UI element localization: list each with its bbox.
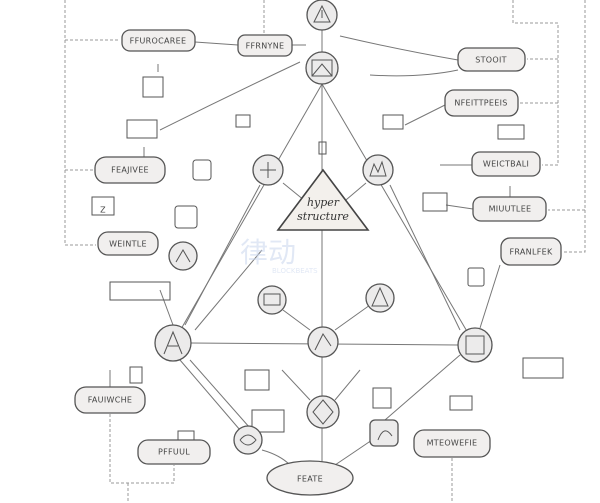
box-fauiwche[interactable]: FAUIWCHE	[74, 386, 146, 414]
node-diamond[interactable]	[306, 395, 340, 429]
node-image[interactable]	[305, 51, 339, 85]
label-boxes: FFUROCAREE FFRNYNE STOOIT NFEITTPEEIS WE…	[74, 29, 562, 496]
node-chart[interactable]	[168, 241, 198, 271]
box-weintle[interactable]: WEINTLE	[97, 231, 159, 256]
node-spiral[interactable]	[369, 419, 399, 447]
box-franlfek[interactable]: FRANLFEK	[500, 237, 562, 266]
dashed-connectors	[64, 0, 586, 503]
svg-text:Z: Z	[100, 206, 106, 215]
box-nfeittpeeis[interactable]: NFEITTPEEIS	[444, 89, 519, 117]
svg-text:BLOCKBEATS: BLOCKBEATS	[272, 267, 318, 275]
box-stooit[interactable]: STOOIT	[457, 47, 526, 72]
box-mteowefie[interactable]: MTEOWEFIE	[413, 429, 491, 458]
box-ffurocaree[interactable]: FFUROCAREE	[121, 29, 196, 52]
node-grid[interactable]	[252, 154, 284, 186]
circle-nodes	[154, 0, 493, 455]
svg-text:WEINTLE: WEINTLE	[109, 240, 147, 249]
node-swirl[interactable]	[233, 425, 263, 455]
box-pffuul[interactable]: PFFUUL	[137, 439, 211, 465]
svg-text:WEICTBALI: WEICTBALI	[483, 160, 529, 169]
svg-text:FEAJIVEE: FEAJIVEE	[111, 166, 149, 175]
box-feate[interactable]: FEATE	[266, 460, 354, 496]
node-right[interactable]	[457, 327, 493, 363]
svg-text:FAUIWCHE: FAUIWCHE	[88, 396, 133, 405]
svg-text:STOOIT: STOOIT	[475, 56, 507, 65]
svg-text:MTEOWEFIE: MTEOWEFIE	[427, 439, 478, 448]
svg-text:PFFUUL: PFFUUL	[158, 448, 190, 457]
hyper-label: hyper	[307, 196, 340, 209]
svg-text:FFUROCAREE: FFUROCAREE	[130, 37, 187, 46]
node-a[interactable]	[154, 324, 192, 362]
hyper-structure-node[interactable]: hyper structure	[276, 168, 370, 231]
svg-text:MIUUTLEE: MIUUTLEE	[489, 205, 532, 214]
svg-text:FEATE: FEATE	[297, 475, 323, 484]
svg-text:律动: 律动	[240, 236, 296, 269]
box-weictbali[interactable]: WEICTBALI	[471, 151, 541, 177]
watermark: 律动 BLOCKBEATS	[240, 236, 318, 275]
svg-text:FRANLFEK: FRANLFEK	[509, 248, 553, 257]
box-ffrnyne[interactable]: FFRNYNE	[237, 34, 293, 57]
svg-text:NFEITTPEEIS: NFEITTPEEIS	[454, 99, 507, 108]
box-feajivee[interactable]: FEAJIVEE	[94, 156, 166, 184]
node-warning[interactable]	[306, 0, 338, 31]
structure-label: structure	[297, 210, 349, 223]
sketch-icons: Z	[91, 76, 564, 452]
node-screen[interactable]	[257, 285, 287, 315]
node-center[interactable]	[307, 326, 339, 358]
svg-text:FFRNYNE: FFRNYNE	[246, 42, 285, 51]
node-hand[interactable]	[362, 154, 394, 186]
box-miuutlee[interactable]: MIUUTLEE	[472, 196, 547, 222]
node-delta[interactable]	[365, 283, 395, 313]
